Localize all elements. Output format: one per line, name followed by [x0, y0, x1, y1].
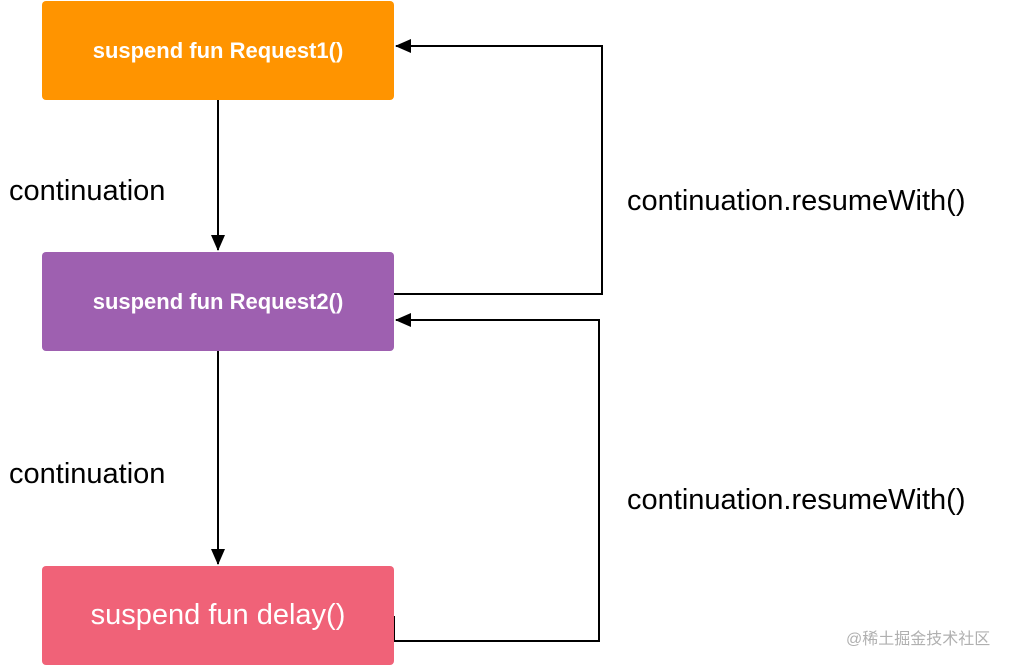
watermark: @稀土掘金技术社区 [846, 631, 991, 648]
edge-label-resume-1: continuation.resumeWith() [627, 185, 966, 217]
node-request1-label: suspend fun Request1() [92, 37, 344, 63]
node-request2: suspend fun Request2() [42, 252, 394, 351]
node-delay: suspend fun delay() [42, 566, 394, 665]
edge-label-continuation-2: continuation [9, 458, 166, 490]
node-delay-label: suspend fun delay() [90, 599, 346, 631]
node-request2-label: suspend fun Request2() [92, 288, 344, 314]
node-request1: suspend fun Request1() [42, 1, 394, 100]
edge-label-resume-2: continuation.resumeWith() [627, 484, 966, 516]
arrow-resume-request2 [393, 313, 600, 642]
edge-label-continuation-1: continuation [9, 175, 166, 207]
arrow-resume-request1 [394, 39, 603, 295]
